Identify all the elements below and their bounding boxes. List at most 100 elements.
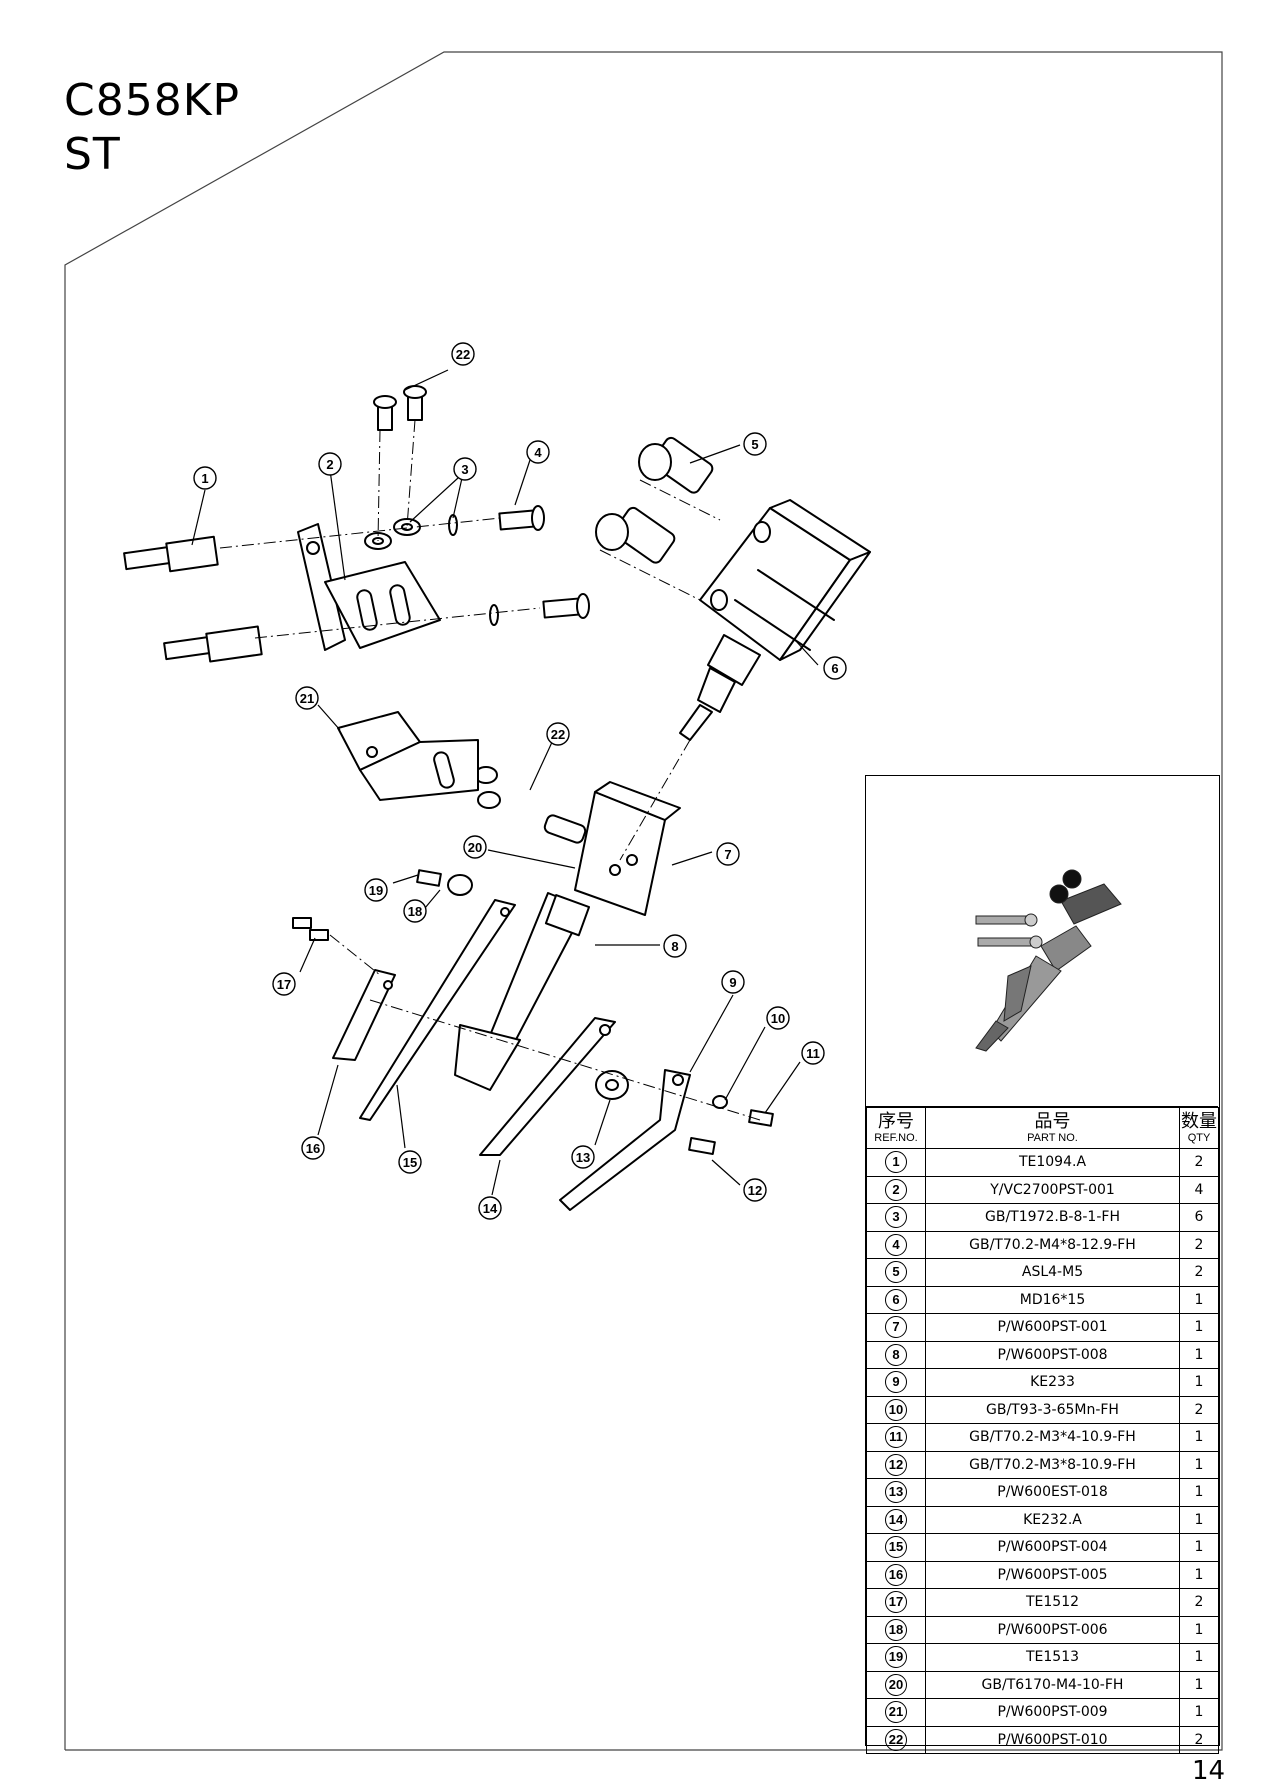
cylinder-part — [679, 499, 871, 741]
qty-cell: 2 — [1179, 1258, 1219, 1287]
callout-label: 22 — [456, 347, 470, 362]
qty-cell: 1 — [1179, 1368, 1219, 1397]
callout-circle — [301, 1136, 325, 1160]
callout-label: 17 — [277, 977, 291, 992]
callout-circle — [766, 1006, 790, 1030]
ref-number: 11 — [885, 1426, 907, 1449]
qty-cell: 1 — [1179, 1478, 1219, 1507]
part-number-cell: GB/T6170-M4-10-FH — [925, 1670, 1180, 1699]
callout-label: 18 — [408, 904, 422, 919]
callout-circle — [716, 842, 740, 866]
callout-circle — [398, 1150, 422, 1174]
model-variant: ST — [64, 129, 121, 180]
ref-number: 13 — [885, 1481, 907, 1504]
part-number-cell: GB/T1972.B-8-1-FH — [925, 1203, 1180, 1232]
callout-label: 12 — [748, 1183, 762, 1198]
table-header-row: 序号 REF.NO. 品号 PART NO. 数量 QTY — [866, 1107, 1219, 1149]
callout-label: 8 — [671, 939, 678, 954]
ref-cell: 2 — [866, 1175, 926, 1204]
callout-circle — [451, 342, 475, 366]
callout-label: 19 — [369, 883, 383, 898]
qty-cell: 1 — [1179, 1423, 1219, 1452]
callout-label: 2 — [326, 457, 333, 472]
ref-cell: 9 — [866, 1368, 926, 1397]
ref-cell: 3 — [866, 1203, 926, 1232]
part-number-cell: TE1512 — [925, 1588, 1180, 1617]
part-number-cell: Y/VC2700PST-001 — [925, 1175, 1180, 1204]
ref-number: 16 — [885, 1563, 907, 1586]
callout-label: 1 — [201, 471, 208, 486]
ref-number: 19 — [885, 1646, 907, 1669]
ref-cell: 14 — [866, 1505, 926, 1534]
qty-cell: 1 — [1179, 1615, 1219, 1644]
ref-number: 8 — [885, 1343, 907, 1366]
qty-cell: 1 — [1179, 1670, 1219, 1699]
qty-cell: 1 — [1179, 1505, 1219, 1534]
qty-cell: 6 — [1179, 1203, 1219, 1232]
col-part-header: 品号 PART NO. — [925, 1107, 1180, 1149]
part-number-cell: KE233 — [925, 1368, 1180, 1397]
ref-number: 6 — [885, 1288, 907, 1311]
ref-number: 18 — [885, 1618, 907, 1641]
callout-circle — [721, 970, 745, 994]
qty-cell: 2 — [1179, 1395, 1219, 1424]
part-number-cell: P/W600PST-001 — [925, 1313, 1180, 1342]
qty-cell: 2 — [1179, 1588, 1219, 1617]
callout-circle — [318, 452, 342, 476]
qty-cell: 1 — [1179, 1285, 1219, 1314]
lever-part-16 — [332, 969, 396, 1061]
callout-circle — [295, 686, 319, 710]
ref-number: 5 — [885, 1261, 907, 1284]
lever-part-14 — [479, 1017, 616, 1156]
ref-cell: 16 — [866, 1560, 926, 1589]
qty-cell: 4 — [1179, 1175, 1219, 1204]
callout-label: 9 — [729, 975, 736, 990]
callout-circle — [663, 934, 687, 958]
part-number-cell: TE1094.A — [925, 1148, 1180, 1177]
ref-cell: 19 — [866, 1643, 926, 1672]
qty-cell: 2 — [1179, 1725, 1219, 1754]
callout-label: 22 — [551, 727, 565, 742]
ref-number: 1 — [885, 1151, 907, 1174]
callout-label: 3 — [461, 462, 468, 477]
ref-number: 15 — [885, 1536, 907, 1559]
callout-circle — [546, 722, 570, 746]
callout-circle — [526, 440, 550, 464]
lever-part-9 — [559, 1069, 691, 1211]
ref-cell: 18 — [866, 1615, 926, 1644]
page-number: 14 — [1192, 1756, 1226, 1786]
callout-label: 14 — [483, 1201, 498, 1216]
part-number-cell: P/W600PST-005 — [925, 1560, 1180, 1589]
ref-number: 12 — [885, 1453, 907, 1476]
lever-part-15 — [359, 899, 516, 1121]
callout-circle — [453, 457, 477, 481]
ref-number: 7 — [885, 1316, 907, 1339]
ref-cell: 12 — [866, 1450, 926, 1479]
ref-cell: 5 — [866, 1258, 926, 1287]
part-number-cell: P/W600PST-010 — [925, 1725, 1180, 1754]
ref-cell: 4 — [866, 1230, 926, 1259]
ref-cell: 15 — [866, 1533, 926, 1562]
ref-number: 14 — [885, 1508, 907, 1531]
ref-number: 21 — [885, 1701, 907, 1724]
ref-cell: 20 — [866, 1670, 926, 1699]
part-number-cell: ASL4-M5 — [925, 1258, 1180, 1287]
qty-cell: 1 — [1179, 1643, 1219, 1672]
callout-label: 15 — [403, 1155, 417, 1170]
callout-label: 16 — [306, 1141, 320, 1156]
